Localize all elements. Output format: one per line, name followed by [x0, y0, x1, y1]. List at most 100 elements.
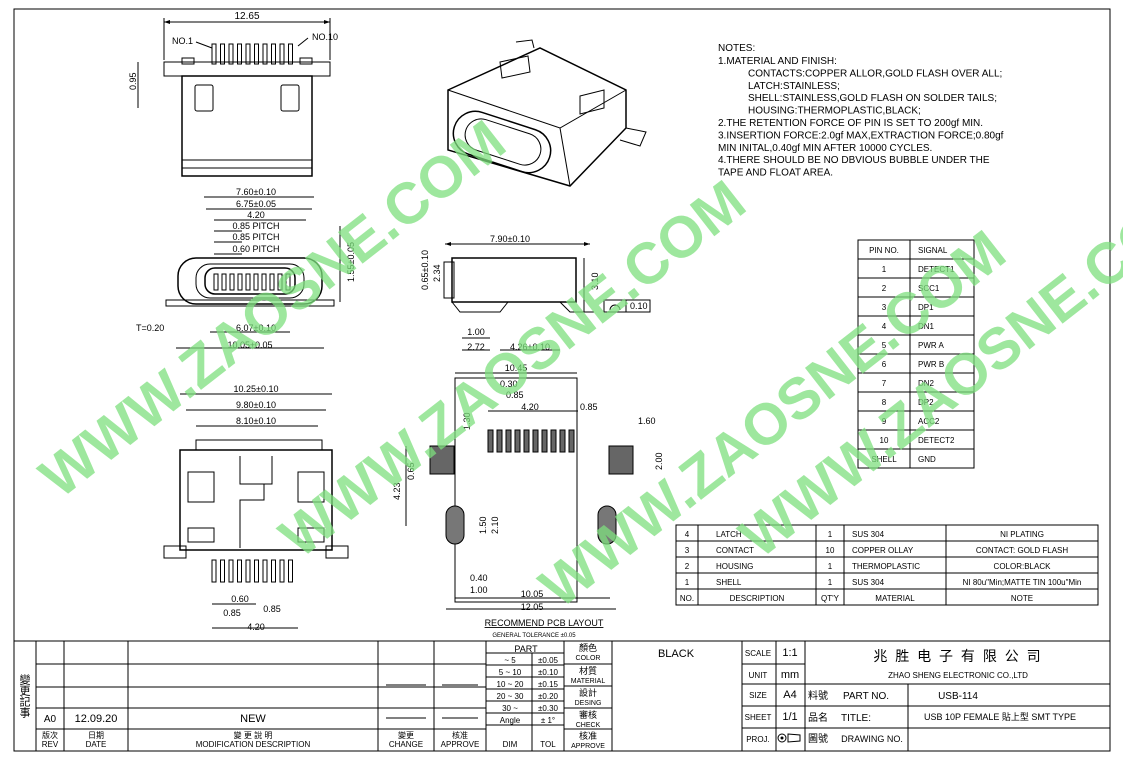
drawing-label: DRAWING NO. — [841, 734, 903, 744]
hdr-rev-en: REV — [42, 740, 59, 749]
front-pin — [229, 273, 235, 291]
partno-cn: 料號 — [808, 689, 828, 702]
bom-cell: NOTE — [1011, 594, 1033, 603]
field-cn: 核准 — [579, 730, 597, 741]
front-pin — [269, 273, 275, 291]
pin-table-cell: 10 — [880, 436, 889, 445]
tol-value: ±0.10 — [538, 668, 559, 677]
color-value: BLACK — [658, 648, 695, 660]
tol-range: 30 ~ — [502, 704, 518, 713]
hdr-date-en: DATE — [86, 740, 107, 749]
front-dim: 0.85 PITCH — [232, 232, 279, 242]
pcb-pad — [487, 429, 494, 453]
top-pin — [245, 43, 251, 65]
dim-side-length: 7.90±0.10 — [490, 234, 530, 244]
tol-tol: TOL — [540, 740, 556, 749]
bom-cell: 1 — [828, 562, 833, 571]
field-cn: 材質 — [579, 665, 597, 676]
title-block: 變更記事 A0 12.09.20 NEW 版次 REV 日期 DATE 變 更 … — [13, 640, 1111, 752]
top-pin — [288, 43, 293, 65]
note-line: 2.THE RETENTION FORCE OF PIN IS SET TO 2… — [718, 118, 983, 129]
top-pin — [254, 43, 259, 65]
top-pin — [220, 43, 225, 65]
isometric-view — [447, 39, 647, 187]
bom-cell: 3 — [685, 546, 690, 555]
title-value: USB 10P FEMALE 貼上型 SMT TYPE — [924, 711, 1076, 722]
company-cn: 兆 胜 电 子 有 限 公 司 — [873, 648, 1042, 664]
bom-cell: SUS 304 — [852, 530, 885, 539]
bom-cell: NI PLATING — [1000, 530, 1044, 539]
tol-range: 20 ~ 30 — [497, 692, 524, 701]
pin-table-cell: 2 — [882, 284, 887, 293]
bom-cell: QT'Y — [821, 594, 840, 603]
front-pin — [261, 273, 267, 291]
tol-range: 10 ~ 20 — [497, 680, 524, 689]
hdr-change-cn: 變更 — [398, 730, 414, 740]
revision-side-label: 變更記事 — [18, 673, 31, 718]
front-pin — [277, 273, 283, 291]
pin-table-cell: 6 — [882, 360, 887, 369]
size-label: SIZE — [749, 691, 767, 700]
pcb-dim: 1.00 — [470, 585, 488, 595]
dim-side-height: 3.10 — [590, 272, 600, 290]
front-dim: T=0.20 — [136, 323, 164, 333]
scale-value: 1:1 — [782, 647, 797, 659]
field-cn: 審核 — [579, 709, 597, 720]
pcb-dim: 0.40 — [470, 573, 488, 583]
bom-cell: COLOR:BLACK — [994, 562, 1052, 571]
bom-cell: SUS 304 — [852, 578, 885, 587]
bottom-pin — [211, 559, 217, 583]
pin-table-cell: 1 — [882, 265, 887, 274]
bottom-dim: 0.60 — [231, 594, 249, 604]
tol-value: ± 1° — [541, 716, 555, 725]
field-cn: 顏色 — [579, 642, 597, 653]
bom-cell: DESCRIPTION — [730, 594, 785, 603]
front-pin — [285, 273, 291, 291]
field-en: DESING — [575, 700, 602, 707]
pcb-dim: 10.05 — [521, 589, 544, 599]
note-line: MIN INITAL,0.40gf MIN AFTER 10000 CYCLES… — [718, 143, 932, 154]
pin-table-cell: DN1 — [918, 322, 935, 331]
label-no10: NO.10 — [312, 32, 338, 42]
pin-table-cell: 7 — [882, 379, 887, 388]
pin-table-cell: GND — [918, 455, 936, 464]
hdr-desc-en: MODIFICATION DESCRIPTION — [196, 740, 311, 749]
hdr-desc-cn: 變 更 說 明 — [234, 730, 273, 740]
pin-table-cell: 4 — [882, 322, 887, 331]
rev-date: 12.09.20 — [75, 713, 118, 725]
note-line: HOUSING:THERMOPLASTIC,BLACK; — [748, 106, 921, 117]
top-pin — [211, 43, 217, 65]
unit-value: mm — [781, 669, 799, 681]
title-cn: 品名 — [808, 711, 828, 724]
bom-cell: 1 — [828, 530, 833, 539]
tol-value: ±0.15 — [538, 680, 559, 689]
hdr-date-cn: 日期 — [88, 731, 104, 740]
note-line: LATCH:STAINLESS; — [748, 81, 840, 92]
pcb-pad — [514, 429, 521, 453]
tol-range: Angle — [500, 716, 521, 725]
bom-cell: COPPER OLLAY — [852, 546, 914, 555]
pcb-dim: 4.20 — [521, 402, 539, 412]
top-pin — [279, 43, 285, 65]
pcb-dim: 0.85 — [506, 390, 524, 400]
scale-label: SCALE — [745, 649, 771, 658]
note-line: 3.INSERTION FORCE:2.0gf MAX,EXTRACTION F… — [718, 130, 1004, 141]
unit-label: UNIT — [749, 671, 768, 680]
pcb-dim: 4.23 — [392, 482, 402, 500]
front-dim: 6.75±0.05 — [236, 199, 276, 209]
bottom-pin — [237, 559, 242, 583]
dim-side-d: 2.72 — [467, 342, 485, 352]
field-cn: 設計 — [579, 687, 597, 698]
bom-cell: CONTACT — [716, 546, 754, 555]
pcb-pad — [541, 429, 548, 453]
bottom-pin — [228, 559, 234, 583]
bottom-dim: 0.85 — [223, 608, 241, 618]
dim-side-b: 2.34 — [432, 264, 442, 282]
bom-cell: NO. — [680, 594, 694, 603]
bottom-dim: 4.20 — [247, 622, 265, 632]
partno-value: USB-114 — [938, 691, 978, 702]
bottom-pin — [245, 559, 251, 583]
